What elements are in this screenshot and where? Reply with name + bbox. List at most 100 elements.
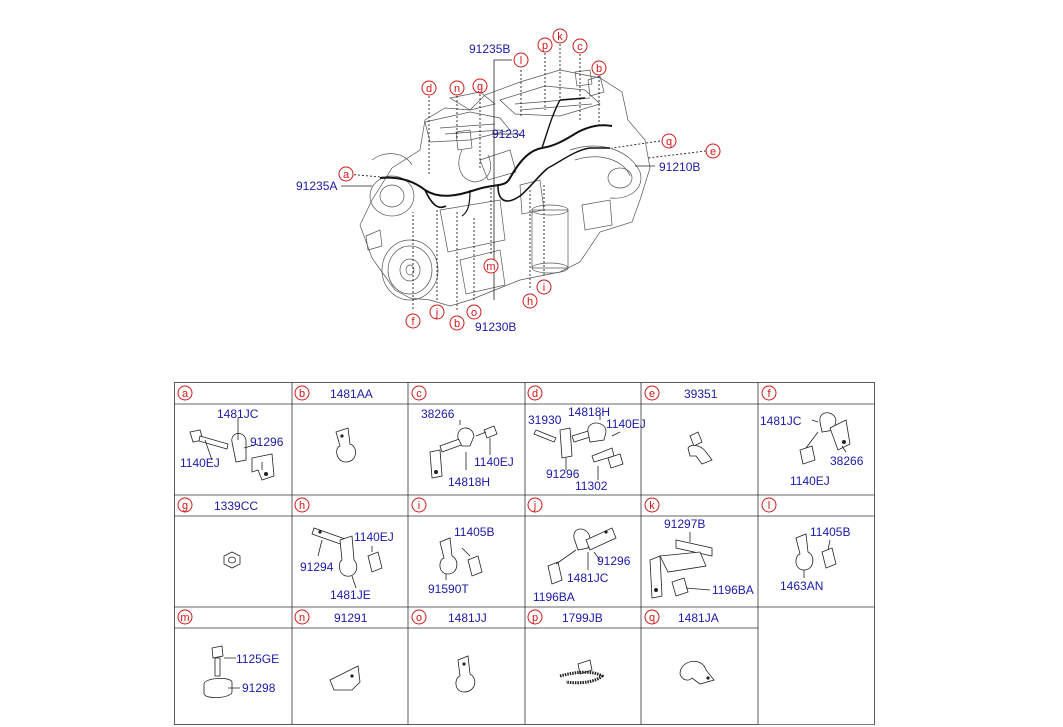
callout-j: j	[429, 304, 445, 320]
svg-text:31930: 31930	[528, 413, 562, 427]
svg-text:h: h	[299, 500, 305, 512]
part-label-91230B: 91230B	[475, 320, 516, 334]
callout-p: p	[537, 37, 553, 53]
svg-text:e: e	[710, 146, 716, 158]
svg-text:k: k	[649, 500, 655, 512]
cell-i: i 11405B 91590T	[411, 497, 494, 596]
svg-text:b: b	[454, 318, 460, 330]
svg-text:91296: 91296	[597, 554, 631, 568]
parts-table-grid	[174, 382, 875, 725]
svg-text:b: b	[596, 63, 602, 75]
svg-text:d: d	[532, 388, 538, 400]
cell-k: k 91297B 1196BA	[644, 497, 754, 599]
cell-c: c 38266 1140EJ 14818H	[411, 385, 514, 489]
callout-e: e	[705, 143, 721, 159]
part-label-91235A: 91235A	[296, 179, 337, 193]
callout-l: l	[513, 52, 529, 68]
svg-text:p: p	[542, 40, 548, 52]
cell-m: m 1125GE 91298	[177, 609, 279, 698]
svg-text:n: n	[454, 83, 460, 95]
engine-illustration	[359, 69, 651, 307]
svg-text:1481JC: 1481JC	[217, 407, 259, 421]
svg-text:l: l	[520, 55, 522, 67]
callout-o: o	[466, 304, 482, 320]
callout-i: i	[536, 279, 552, 295]
svg-text:1140EJ: 1140EJ	[790, 474, 830, 488]
svg-text:1481JJ: 1481JJ	[448, 611, 487, 625]
svg-text:q: q	[666, 136, 672, 148]
svg-text:14818H: 14818H	[568, 405, 610, 419]
svg-text:i: i	[543, 282, 545, 294]
svg-text:l: l	[768, 500, 770, 512]
svg-text:11302: 11302	[575, 479, 608, 493]
overview-callouts: a b c d e f g h i j k l m n o p q b	[338, 28, 721, 331]
svg-text:11405B: 11405B	[810, 525, 850, 539]
cell-q: q 1481JA	[644, 609, 719, 685]
svg-text:m: m	[180, 612, 189, 624]
callout-b-bottom: b	[449, 315, 465, 331]
cell-f: f 1481JC 38266 1140EJ	[760, 385, 864, 488]
callout-k: k	[552, 28, 568, 44]
svg-text:f: f	[767, 388, 771, 400]
callout-b-top: b	[591, 60, 607, 76]
cell-p: p 1799JB	[527, 609, 605, 685]
svg-text:1196BA: 1196BA	[533, 590, 575, 604]
cell-a: a 1481JC 91296 1140EJ	[177, 385, 284, 481]
svg-text:h: h	[527, 296, 533, 308]
svg-text:1799JB: 1799JB	[562, 611, 603, 625]
part-label-91210B: 91210B	[659, 160, 700, 174]
cell-o: o 1481JJ	[411, 609, 487, 693]
svg-text:91297B: 91297B	[664, 517, 705, 531]
svg-text:91296: 91296	[250, 435, 284, 449]
svg-text:91294: 91294	[300, 560, 334, 574]
cell-l: l 11405B 1463AN	[761, 497, 850, 593]
svg-text:91296: 91296	[546, 467, 580, 481]
callout-m: m	[483, 258, 499, 274]
svg-text:n: n	[299, 612, 305, 624]
callout-h: h	[522, 293, 538, 309]
svg-text:91291: 91291	[334, 611, 368, 625]
svg-text:1196BA: 1196BA	[712, 583, 754, 597]
svg-text:o: o	[471, 307, 477, 319]
svg-text:q: q	[649, 612, 655, 624]
callout-g: g	[472, 78, 488, 94]
svg-text:1339CC: 1339CC	[214, 499, 258, 513]
svg-text:k: k	[557, 31, 563, 43]
wiring-harness	[379, 97, 613, 217]
overview-part-labels: 91235B 91234 91210B 91235A 91230B	[296, 42, 700, 334]
svg-text:1140EJ: 1140EJ	[606, 417, 646, 431]
svg-text:11405B: 11405B	[454, 525, 494, 539]
svg-text:1481JC: 1481JC	[567, 571, 609, 585]
svg-text:38266: 38266	[830, 454, 864, 468]
svg-text:m: m	[486, 261, 495, 273]
svg-text:1140EJ: 1140EJ	[474, 455, 514, 469]
svg-text:g: g	[477, 81, 483, 93]
svg-text:1481JA: 1481JA	[678, 611, 719, 625]
svg-text:o: o	[416, 612, 422, 624]
callout-n: n	[449, 80, 465, 96]
svg-text:a: a	[343, 169, 350, 181]
svg-text:d: d	[426, 83, 432, 95]
svg-text:1481JE: 1481JE	[330, 588, 371, 602]
part-label-91234: 91234	[492, 127, 526, 141]
svg-text:f: f	[411, 316, 415, 328]
svg-text:g: g	[182, 500, 188, 512]
svg-text:38266: 38266	[421, 407, 455, 421]
svg-text:j: j	[533, 500, 536, 512]
svg-text:j: j	[435, 307, 438, 319]
svg-text:c: c	[416, 388, 422, 400]
svg-text:91298: 91298	[242, 681, 276, 695]
svg-text:c: c	[577, 41, 583, 53]
cell-n: n 91291	[294, 609, 368, 691]
callout-c: c	[572, 38, 588, 54]
svg-text:a: a	[182, 388, 189, 400]
cell-d: d 31930 14818H 1140EJ 91296 11302	[527, 385, 646, 493]
cell-e: e 39351	[644, 385, 718, 465]
svg-text:39351: 39351	[684, 387, 718, 401]
svg-text:1140EJ: 1140EJ	[354, 530, 394, 544]
part-label-91235B: 91235B	[469, 42, 510, 56]
svg-text:14818H: 14818H	[448, 475, 490, 489]
callout-a: a	[338, 166, 354, 182]
callout-f: f	[405, 313, 421, 329]
